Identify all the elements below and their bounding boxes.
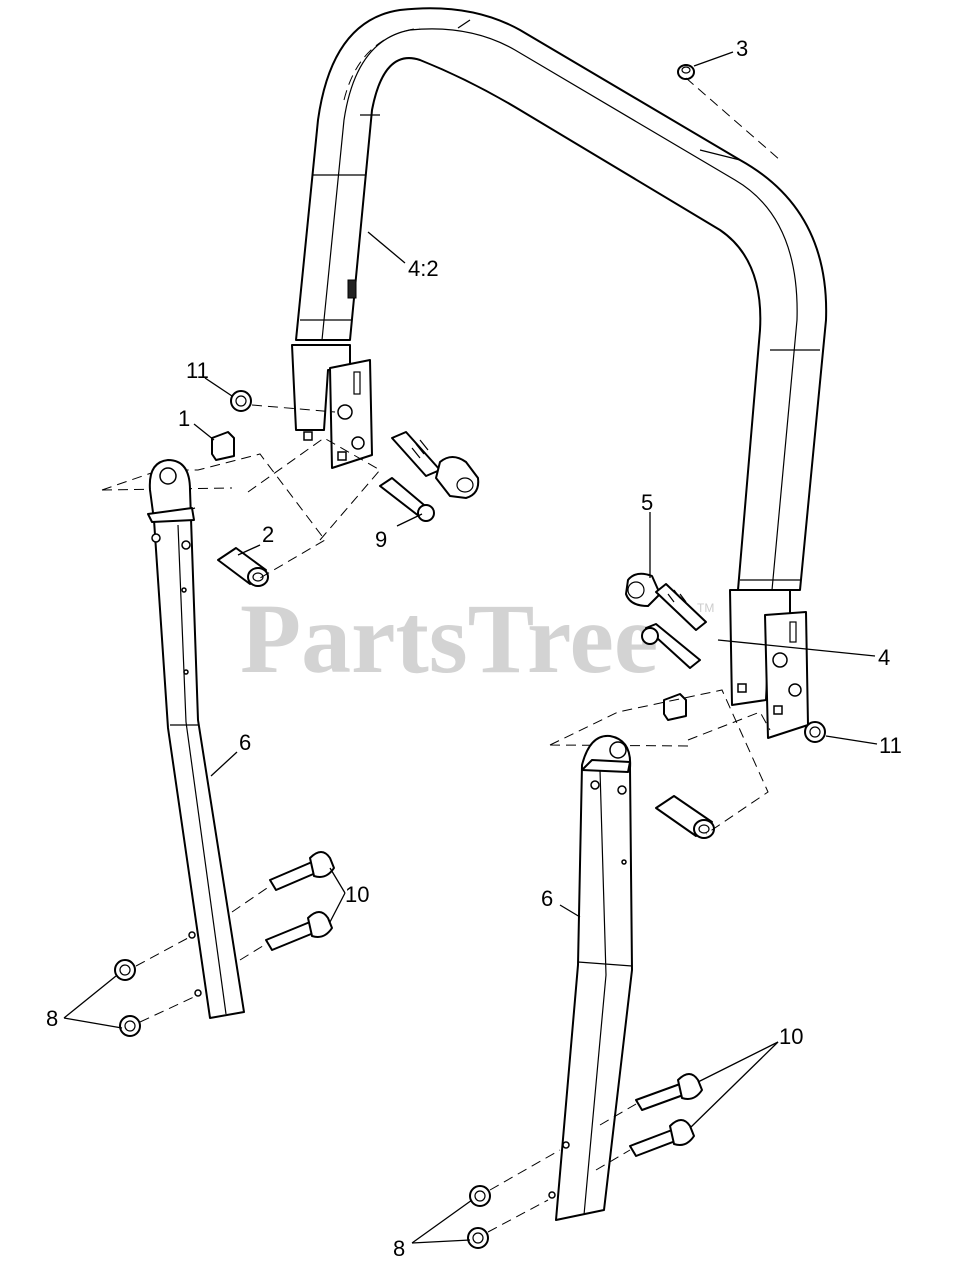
- nut-right-upper: [469, 1185, 491, 1207]
- callout-4-2: 4:2: [408, 256, 439, 281]
- callout-6-right: 6: [541, 886, 553, 911]
- roll-bar: [295, 7, 828, 591]
- watermark-trademark: TM: [697, 601, 714, 615]
- pin-assembly-right: [625, 572, 707, 669]
- nut-right-lower: [467, 1227, 489, 1249]
- callout-1: 1: [178, 406, 190, 431]
- watermark-text: PartsTree: [240, 583, 658, 694]
- callout-10-left: 10: [345, 882, 369, 907]
- callout-8-left: 8: [46, 1006, 58, 1031]
- bolt-left-lower: [265, 911, 333, 951]
- callout-9: 9: [375, 527, 387, 552]
- right-bracket-plate: [729, 589, 809, 739]
- upright-right: [548, 734, 633, 1221]
- callout-11-left: 11: [186, 358, 209, 383]
- upright-left: [147, 459, 245, 1019]
- bolt-left-upper: [269, 851, 335, 891]
- callout-6-left: 6: [239, 730, 251, 755]
- nut-item-3: [677, 64, 695, 80]
- nut-left-lower: [119, 1015, 141, 1037]
- callout-8-right: 8: [393, 1236, 405, 1261]
- bolt-right-lower: [629, 1119, 695, 1157]
- callout-3: 3: [736, 36, 748, 61]
- left-bracket-plate: [291, 344, 373, 469]
- flange-nut-right: [804, 721, 826, 743]
- spacer-right: [655, 795, 715, 839]
- callout-10-right: 10: [779, 1024, 803, 1049]
- nut-left-upper: [114, 959, 136, 981]
- pin-assembly-left: [379, 431, 480, 522]
- bolt-right-upper: [635, 1073, 703, 1111]
- spacer-left: [217, 547, 269, 587]
- callout-11-right: 11: [879, 733, 902, 758]
- clip-left: [211, 431, 235, 461]
- callout-2: 2: [262, 522, 274, 547]
- flange-nut-left: [230, 390, 252, 412]
- callout-5: 5: [641, 490, 653, 515]
- clip-right: [663, 693, 687, 721]
- callout-4: 4: [878, 645, 890, 670]
